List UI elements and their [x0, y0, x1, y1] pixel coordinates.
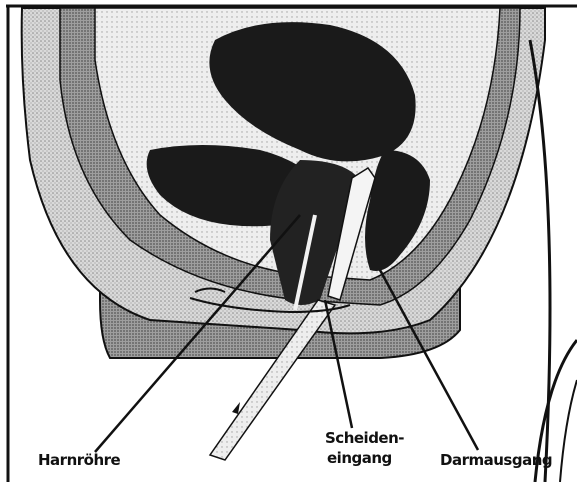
label-vaginal-entrance-line1: Scheiden-	[325, 430, 404, 446]
label-urethra: Harnröhre	[38, 452, 120, 468]
label-vaginal-entrance-line2: eingang	[327, 450, 392, 466]
label-anus: Darmausgang	[440, 452, 552, 468]
arrow-icon	[232, 402, 240, 414]
